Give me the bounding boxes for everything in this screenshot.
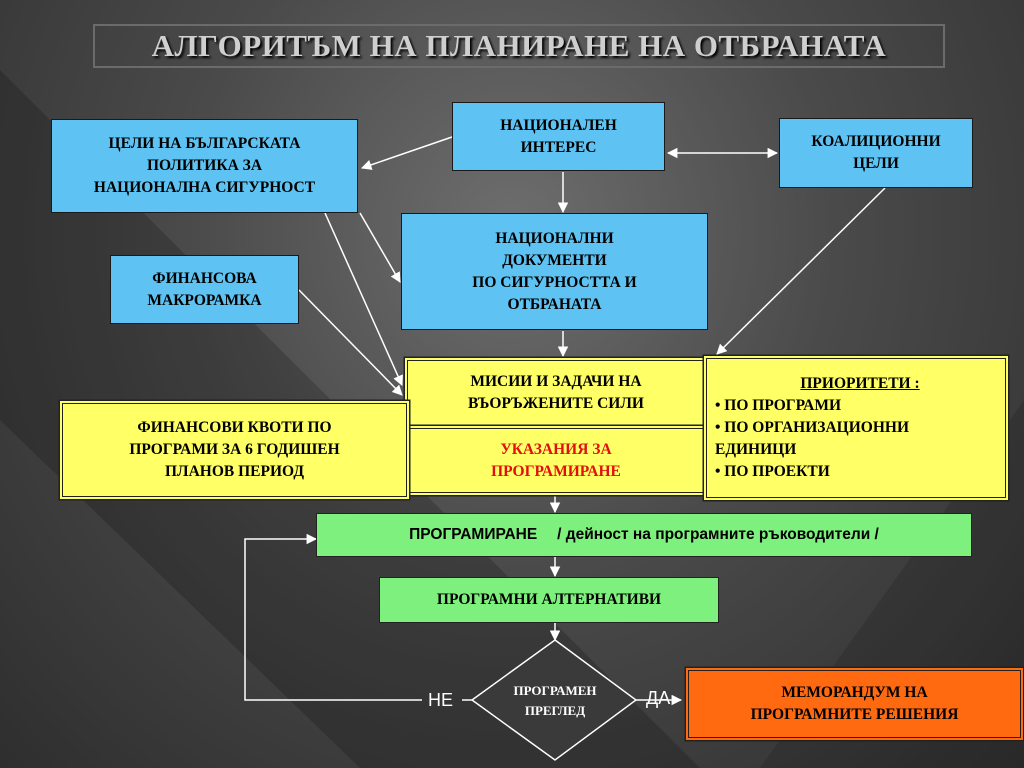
priorities-box: ПРИОРИТЕТИ : • ПО ПРОГРАМИ • ПО ОРГАНИЗА…: [706, 358, 1006, 498]
page-title: АЛГОРИТЪМ НА ПЛАНИРАНЕ НА ОТБРАНАТА: [93, 24, 945, 68]
arrow-interest-to-goals: [361, 136, 453, 170]
arrow-coalition-to-priorities: [716, 187, 886, 355]
missions-tasks-box: МИСИИ И ЗАДАЧИ НА ВЪОРЪЖЕНИТЕ СИЛИ: [407, 360, 705, 426]
priority-item: • ПО ОРГАНИЗАЦИОННИ: [715, 419, 910, 436]
program-review-label: ПРОГРАМЕН ПРЕГЛЕД: [513, 683, 597, 718]
priority-item: • ПО ПРОГРАМИ: [715, 397, 842, 414]
decision-no-label: НЕ: [428, 690, 454, 710]
review-diamond: [470, 639, 638, 761]
arrow-goals-to-missions: [324, 212, 403, 386]
financial-frame-box: ФИНАНСОВА МАКРОРАМКА: [110, 255, 299, 324]
programming-guidance-box: УКАЗАНИЯ ЗА ПРОГРАМИРАНЕ: [407, 428, 705, 493]
programming-label: ПРОГРАМИРАНЕ: [409, 526, 538, 543]
national-documents-box: НАЦИОНАЛНИ ДОКУМЕНТИ ПО СИГУРНОСТТА И ОТ…: [401, 213, 708, 330]
program-alternatives-box: ПРОГРАМНИ АЛТЕРНАТИВИ: [379, 577, 719, 623]
financial-quotas-box: ФИНАНСОВИ КВОТИ ПО ПРОГРАМИ ЗА 6 ГОДИШЕН…: [62, 403, 407, 497]
programming-detail: / дейност на програмните ръководители /: [557, 526, 879, 543]
programming-box: ПРОГРАМИРАНЕ / дейност на програмните ръ…: [316, 513, 972, 557]
priorities-title: ПРИОРИТЕТИ :: [800, 375, 920, 392]
priority-item: • ПО ПРОЕКТИ: [715, 463, 830, 480]
arrow-no-loop: [244, 533, 422, 701]
arrow-macro-to-missions: [298, 289, 403, 396]
bg-policy-goals-box: ЦЕЛИ НА БЪЛГАРСКАТА ПОЛИТИКА ЗА НАЦИОНАЛ…: [51, 119, 358, 213]
national-interest-box: НАЦИОНАЛЕН ИНТЕРЕС: [452, 102, 665, 171]
coalition-goals-box: КОАЛИЦИОННИ ЦЕЛИ: [779, 118, 973, 188]
decision-yes-label: ДА: [646, 688, 671, 708]
priority-item: ЕДИНИЦИ: [715, 441, 797, 458]
memorandum-box: МЕМОРАНДУМ НА ПРОГРАМНИТЕ РЕШЕНИЯ: [688, 670, 1021, 738]
arrow-goals-to-documents: [359, 212, 401, 283]
